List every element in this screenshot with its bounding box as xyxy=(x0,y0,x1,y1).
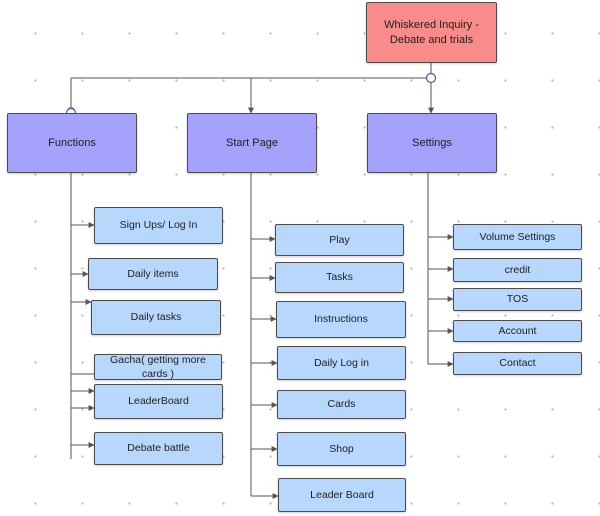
node-leaderboard[interactable]: LeaderBoard xyxy=(94,384,223,419)
connector-joint-root xyxy=(425,72,437,84)
node-account-label: Account xyxy=(498,324,537,337)
node-daily-tasks-label: Daily tasks xyxy=(130,311,182,324)
node-leader-board-label: Leader Board xyxy=(310,488,374,501)
node-contact[interactable]: Contact xyxy=(453,352,582,375)
node-daily-log-in[interactable]: Daily Log in xyxy=(277,346,406,380)
node-credit-label: credit xyxy=(504,263,531,276)
section-start-page[interactable]: Start Page xyxy=(187,113,317,173)
node-gacha-label: Gacha( getting more cards ) xyxy=(110,353,206,380)
node-tos-label: TOS xyxy=(506,293,529,306)
node-volume-settings[interactable]: Volume Settings xyxy=(453,224,582,250)
node-credit[interactable]: credit xyxy=(453,258,582,282)
section-settings[interactable]: Settings xyxy=(367,113,497,173)
node-leader-board[interactable]: Leader Board xyxy=(278,478,406,512)
node-daily-log-in-label: Daily Log in xyxy=(314,356,369,369)
node-gacha[interactable]: Gacha( getting more cards ) xyxy=(94,354,222,380)
node-volume-settings-label: Volume Settings xyxy=(479,230,556,243)
node-tasks-label: Tasks xyxy=(326,271,353,284)
root-node[interactable]: Whiskered Inquiry - Debate and trials xyxy=(366,2,497,63)
section-functions-label: Functions xyxy=(48,136,96,149)
section-settings-label: Settings xyxy=(412,136,452,149)
node-daily-items-label: Daily items xyxy=(127,267,179,280)
node-sign-ups-log-in[interactable]: Sign Ups/ Log In xyxy=(94,207,223,244)
section-functions[interactable]: Functions xyxy=(7,113,137,173)
section-start-page-label: Start Page xyxy=(226,136,278,149)
node-debate-battle-label: Debate battle xyxy=(127,442,190,455)
root-node-label: Whiskered Inquiry - Debate and trials xyxy=(384,18,479,46)
node-play[interactable]: Play xyxy=(275,224,404,256)
node-sign-ups-log-in-label: Sign Ups/ Log In xyxy=(119,219,198,232)
node-cards-label: Cards xyxy=(327,398,356,411)
node-contact-label: Contact xyxy=(499,357,536,370)
node-instructions-label: Instructions xyxy=(314,313,368,326)
node-tos[interactable]: TOS xyxy=(453,288,582,311)
node-debate-battle[interactable]: Debate battle xyxy=(94,432,223,465)
node-account[interactable]: Account xyxy=(453,320,582,342)
node-tasks[interactable]: Tasks xyxy=(275,262,404,293)
node-leaderboard-label: LeaderBoard xyxy=(128,395,189,408)
node-cards[interactable]: Cards xyxy=(277,390,406,419)
node-instructions[interactable]: Instructions xyxy=(276,301,406,338)
node-daily-items[interactable]: Daily items xyxy=(88,258,218,290)
node-shop-label: Shop xyxy=(329,442,354,455)
node-play-label: Play xyxy=(329,233,350,246)
node-daily-tasks[interactable]: Daily tasks xyxy=(91,300,221,335)
node-shop[interactable]: Shop xyxy=(277,432,406,466)
